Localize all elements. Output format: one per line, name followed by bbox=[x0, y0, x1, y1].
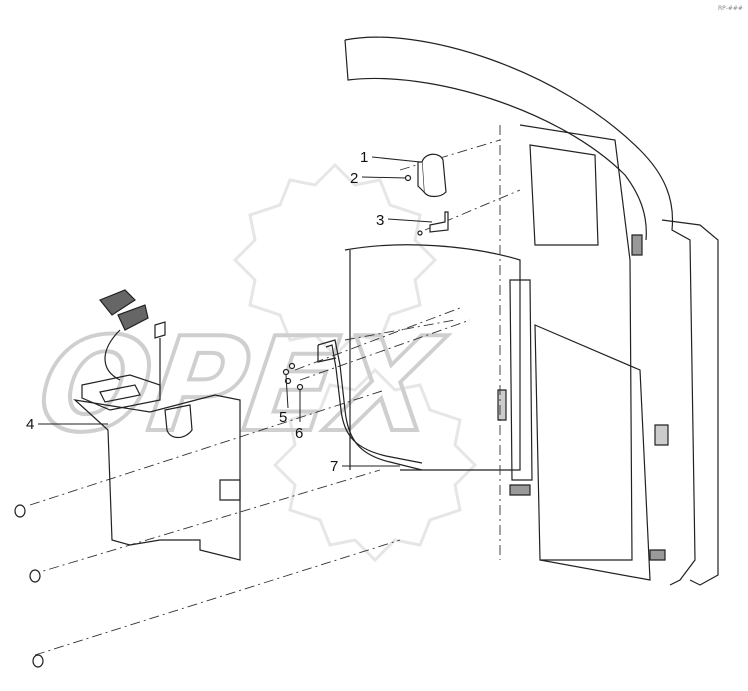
clip-1 bbox=[14, 504, 26, 518]
part-4-panel bbox=[73, 289, 241, 561]
cab-frame bbox=[344, 36, 719, 586]
callout-2: 2 bbox=[350, 170, 358, 187]
corner-code: RP-### bbox=[718, 5, 743, 12]
part-3-bracket bbox=[417, 211, 449, 236]
assembly-lines bbox=[29, 125, 521, 656]
part-2-screw bbox=[404, 174, 412, 182]
callout-7: 7 bbox=[330, 458, 338, 475]
leader-lines bbox=[38, 156, 433, 467]
opex-watermark: OPEX bbox=[28, 162, 478, 563]
callout-4: 4 bbox=[26, 416, 34, 433]
callout-5: 5 bbox=[279, 409, 287, 426]
callout-3: 3 bbox=[376, 212, 384, 229]
clip-3 bbox=[32, 654, 44, 668]
part-6-nut bbox=[296, 383, 304, 391]
part-1-cover bbox=[417, 153, 447, 198]
clip-2 bbox=[29, 569, 41, 583]
callout-1: 1 bbox=[360, 149, 368, 166]
callout-6: 6 bbox=[295, 425, 303, 442]
part-7-rod bbox=[317, 339, 423, 471]
